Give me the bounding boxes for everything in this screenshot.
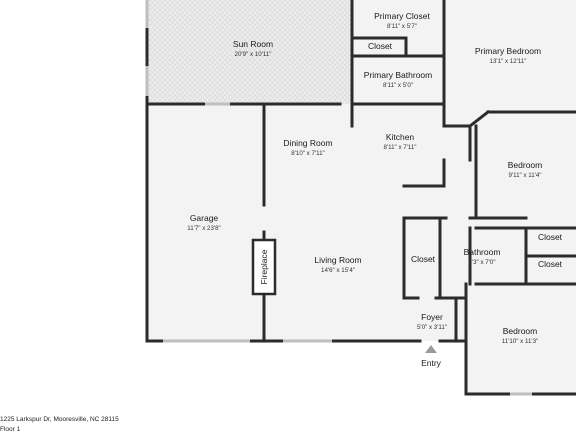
room-primary-bedroom-dim: 13'1" x 12'11" <box>490 58 527 65</box>
room-living-room-dim: 14'6" x 15'4" <box>321 267 355 274</box>
room-kitchen-dim: 8'11" x 7'11" <box>383 144 416 151</box>
room-dining-room-name: Dining Room <box>283 138 332 148</box>
entry-label: Entry <box>421 358 442 368</box>
room-foyer-name: Foyer <box>421 312 443 322</box>
right-bedroom-floor <box>470 112 576 228</box>
windows <box>145 0 532 396</box>
room-sun-room-name: Sun Room <box>233 39 273 49</box>
room-kitchen-name: Kitchen <box>386 132 415 142</box>
room-closet-hall-name: Closet <box>411 254 436 264</box>
room-primary-closet-name: Primary Closet <box>374 11 430 21</box>
entry-arrow-icon <box>425 345 437 353</box>
fireplace <box>251 238 277 296</box>
room-bedroom-right-name: Bedroom <box>508 160 543 170</box>
room-primary-bedroom-name: Primary Bedroom <box>475 46 541 56</box>
room-bedroom-bottom-name: Bedroom <box>503 326 538 336</box>
floor-caption: Floor 1 <box>0 426 21 432</box>
room-bedroom-bottom-dim: 11'10" x 11'3" <box>502 338 538 345</box>
room-foyer-dim: 5'0" x 3'11" <box>417 324 447 331</box>
room-dining-room-dim: 8'10" x 7'11" <box>291 150 324 157</box>
room-sun-room-dim: 20'9" x 10'11" <box>235 51 272 58</box>
bottom-bedroom-floor <box>466 284 576 394</box>
room-garage-dim: 11'7" x 23'8" <box>187 225 220 232</box>
room-bathroom-dim: 8'3" x 7'0" <box>468 259 495 266</box>
floor-fills <box>147 0 576 394</box>
room-living-room-name: Living Room <box>314 255 361 265</box>
sunroom-floor <box>147 0 352 104</box>
room-bedroom-right-dim: 9'11" x 11'4" <box>508 172 541 179</box>
room-bathroom-name: Bathroom <box>464 247 501 257</box>
room-primary-closet-dim: 8'11" x 5'7" <box>387 23 417 30</box>
room-primary-bathroom-dim: 8'11" x 5'0" <box>383 82 413 89</box>
room-closet-right-top-name: Closet <box>538 232 563 242</box>
room-closet-small-name: Closet <box>368 41 393 51</box>
fireplace-label: Fireplace <box>259 249 269 284</box>
room-labels: Sun Room 20'9" x 10'11" Primary Closet 8… <box>187 11 562 345</box>
room-garage-name: Garage <box>190 213 219 223</box>
address-text: 1225 Larkspur Dr, Mooresville, NC 28115 <box>0 416 119 423</box>
room-closet-right-bottom-name: Closet <box>538 259 563 269</box>
room-primary-bathroom-name: Primary Bathroom <box>364 70 433 80</box>
